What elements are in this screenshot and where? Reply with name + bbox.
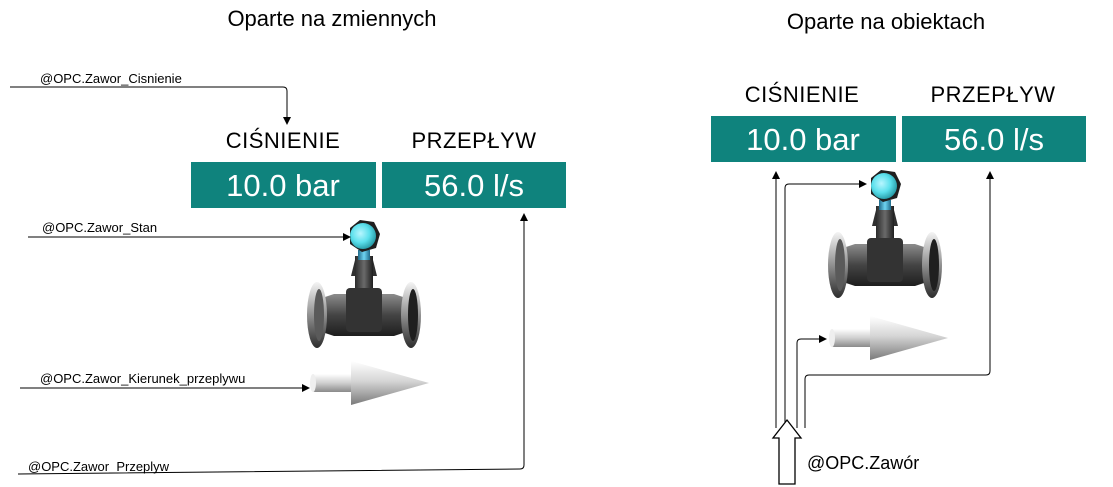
left-flow-header: PRZEPŁYW [411, 128, 536, 153]
right-pressure-value: 10.0 bar [746, 122, 860, 157]
left-valve-icon [307, 220, 421, 348]
tag-zawor-przeplyw: @OPC.Zawor_Przeplyw [28, 459, 170, 474]
objects-panel-title: Oparte na obiektach [787, 9, 985, 34]
left-pressure-header: CIŚNIENIE [226, 128, 341, 153]
tag-zawor-stan: @OPC.Zawor_Stan [42, 220, 157, 235]
left-pressure-display [191, 162, 376, 208]
left-pressure-value: 10.0 bar [226, 168, 340, 203]
tag-zawor-object: @OPC.Zawór [807, 453, 919, 473]
tag-zawor-cisnienie: @OPC.Zawor_Cisnienie [40, 71, 182, 86]
objects-panel: Oparte na obiektach CIŚNIENIE PRZEPŁYW 1… [711, 9, 1086, 485]
right-flow-value: 56.0 l/s [944, 122, 1044, 157]
right-flow-display [902, 116, 1086, 162]
connector-object-state [784, 180, 867, 428]
connector-flow-tag [17, 213, 528, 475]
right-pressure-header: CIŚNIENIE [745, 82, 860, 107]
connector-pressure-tag [10, 86, 291, 125]
variables-panel: Oparte na zmiennych CIŚNIENIE PRZEPŁYW 1… [10, 6, 566, 475]
variables-panel-title: Oparte na zmiennych [227, 6, 436, 31]
connector-object-flow [804, 171, 994, 428]
object-source-arrow-icon [771, 418, 803, 485]
left-flow-display [382, 162, 566, 208]
right-flow-header: PRZEPŁYW [930, 82, 1055, 107]
tag-zawor-kierunek-przeplywu: @OPC.Zawor_Kierunek_przeplywu [40, 371, 245, 386]
connector-object-direction [796, 335, 827, 428]
left-flow-direction-arrow-icon [310, 361, 429, 405]
right-pressure-display [711, 116, 896, 162]
right-valve-icon [828, 170, 942, 298]
left-flow-value: 56.0 l/s [424, 168, 524, 203]
right-flow-direction-arrow-icon [829, 316, 948, 360]
